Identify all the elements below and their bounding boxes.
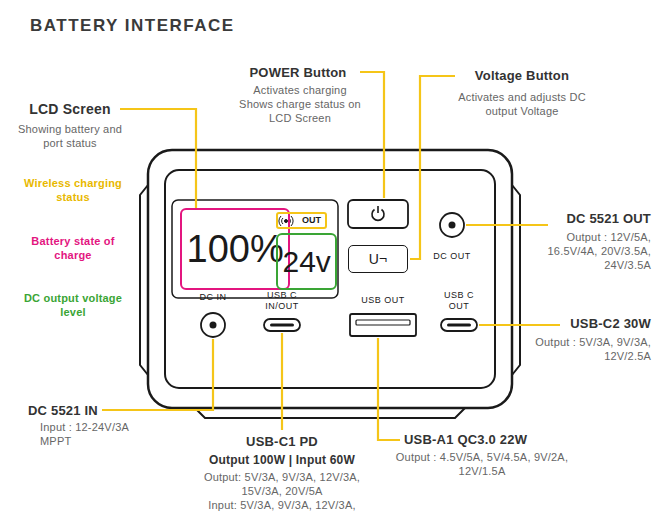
callout-note: Output : 5V/3A, 9V/3A, 12V/2.5A [523,336,651,364]
leader-line [410,76,455,259]
callout-title: USB-C2 30W [561,316,651,332]
leader-line [102,339,213,410]
diagram-title: BATTERY INTERFACE [30,16,235,36]
power-button [348,200,408,228]
leader-line [120,109,196,208]
housing-foot [195,408,465,418]
usb-a-port [350,314,416,336]
status-key: Wireless charging status [18,177,128,205]
leader-line [360,72,384,198]
usb-c-tongue [270,324,294,327]
port-label: DC IN [188,292,238,303]
dc-in-port [201,313,225,337]
leader-line [281,333,283,430]
dc-out-port [440,213,464,237]
node-text: U¬ [369,252,387,266]
power-icon [377,206,379,213]
battery-charge-box: 100% [180,208,290,290]
usb-a-tongue [356,320,410,325]
leader-line [479,324,560,326]
callout-title: USB-C1 PD [202,434,362,450]
callout-note: Output: 5V/3A, 9V/3A, 12V/3A, 15V/3A, 20… [187,471,377,499]
callout-title: LCD Screen [10,101,130,119]
callout-note: Showing battery and port status [16,123,124,151]
callout-note: Output 100W | Input 60W [177,453,387,468]
callout-title: DC 5521 IN [28,403,128,419]
callout-note: Output : 4.5V/5A, 5V/4.5A, 9V/2A, 12V/1.… [382,451,582,479]
usb-c-port [441,319,477,331]
usb-c-tongue [447,324,471,327]
dc-in-pin [210,322,217,329]
housing-side [512,185,520,375]
callout-note: Activates charging Shows charge status o… [236,84,364,125]
port-label: USB OUT [353,295,413,306]
callout-title: USB-A1 QC3.0 22W [404,432,579,448]
dc-out-pin [449,222,456,229]
status-key: Battery state of charge [23,235,123,263]
status-key: DC output voltage level [23,292,123,320]
leader-lines [102,72,560,440]
wireless-icon [279,216,293,226]
node-text: 24v [283,247,331,277]
port-label: DC OUT [427,251,477,262]
node-text: OUT [302,216,321,225]
callout-note: Input : 12-24V/3A MPPT [40,421,150,449]
housing-outer [148,150,512,408]
callout-note: Output : 12V/5A, 16.5V/4A, 20V/3.5A, 24V… [517,231,651,272]
node-text: 100% [187,230,284,268]
port-label: USB C OUT [440,290,478,313]
callout-note: Input: 5V/3A, 9V/3A, 12V/3A, [182,499,382,513]
leader-line [466,224,548,226]
housing-side [140,185,148,375]
callout-title: POWER Button [238,65,358,81]
voltage-level-box: 24v [276,233,337,290]
callout-title: DC 5521 OUT [551,211,651,227]
wireless-status-box: OUT [276,212,327,229]
lcd-frame [172,200,338,298]
port-label: USB C IN/OUT [260,290,304,313]
leader-line [378,338,400,440]
housing-panel [165,170,495,388]
voltage-button: U¬ [348,245,408,273]
usb-c-port [264,319,300,331]
callout-title: Voltage Button [457,68,587,84]
callout-note: Activates and adjusts DC output Voltage [447,91,597,119]
